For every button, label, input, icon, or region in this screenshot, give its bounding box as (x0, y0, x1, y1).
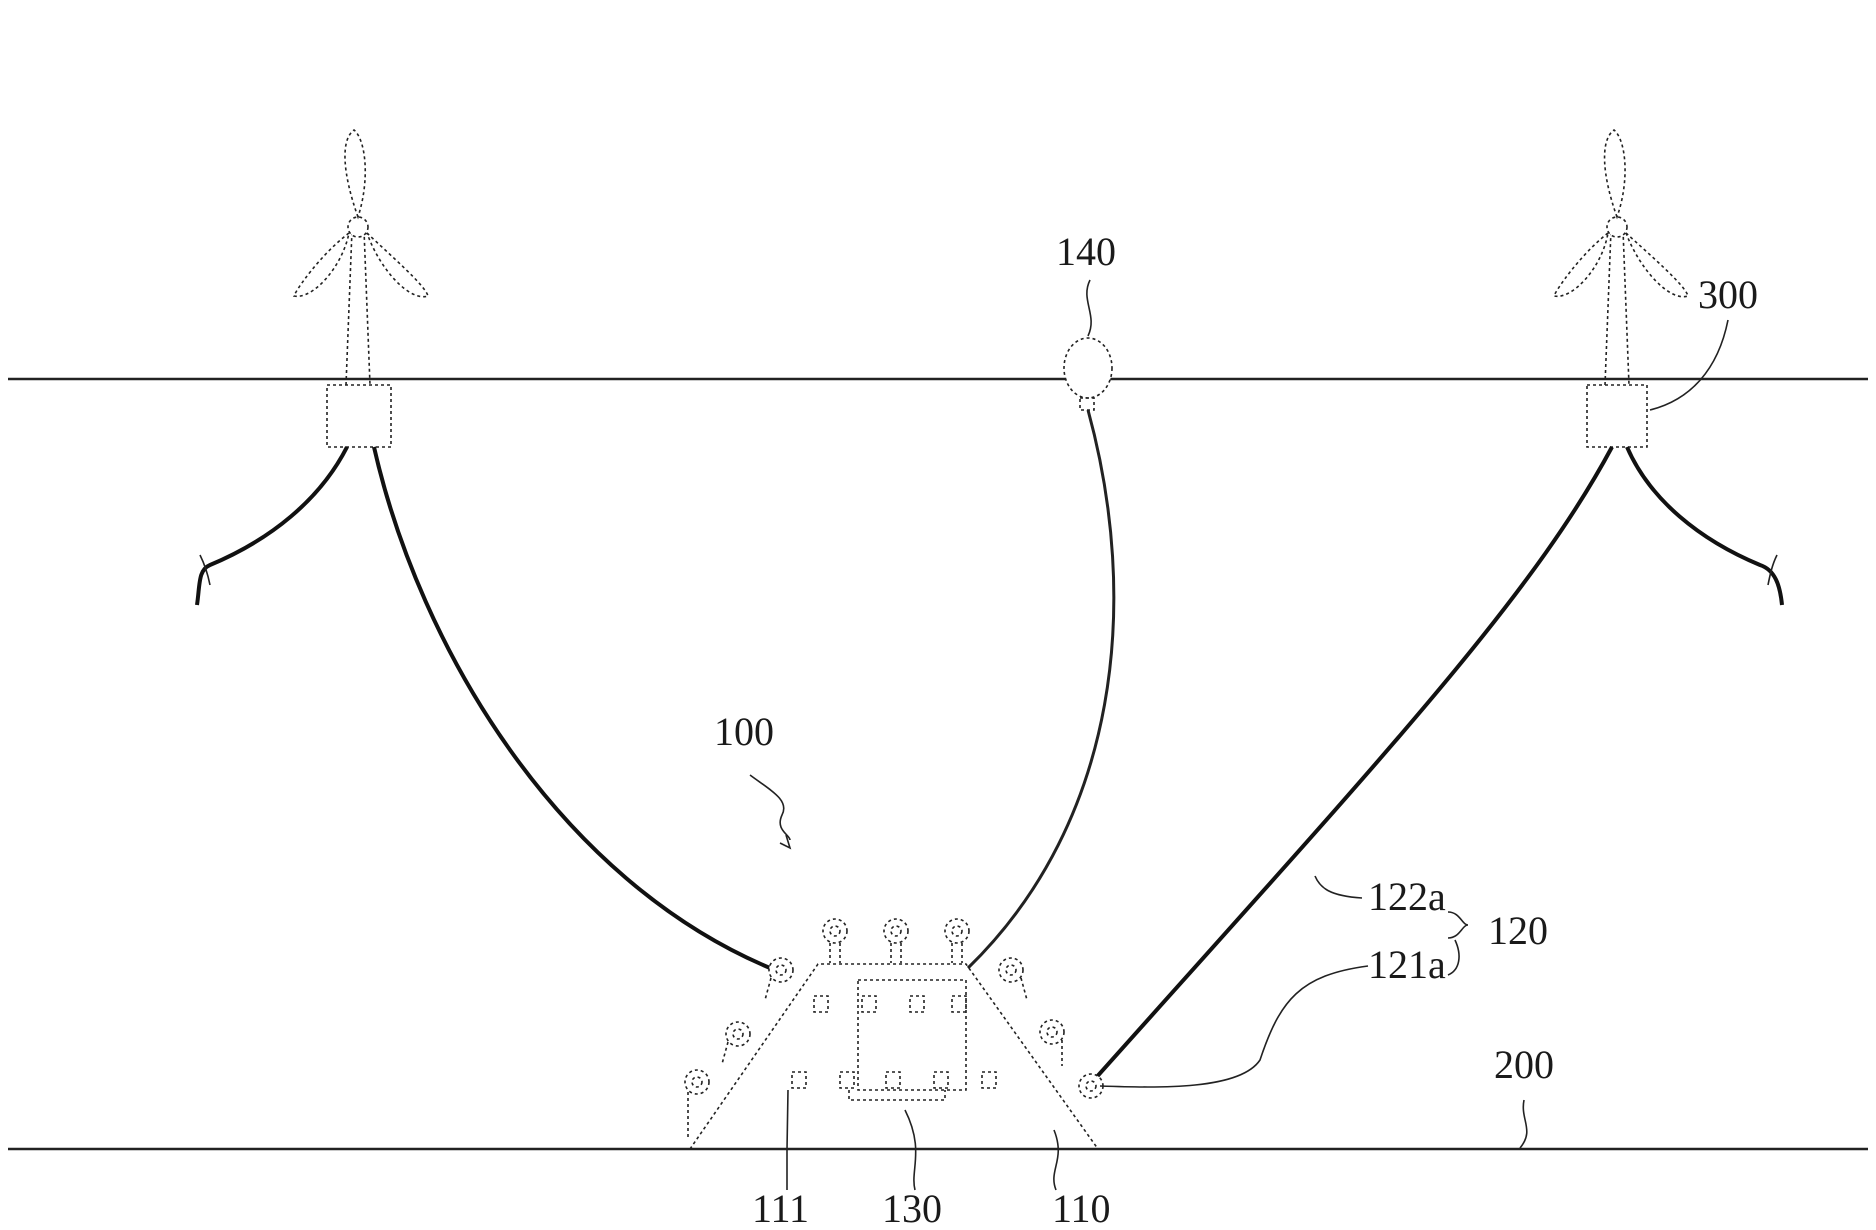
connector-reel (765, 958, 793, 1000)
controller-bracket-130 (849, 1090, 945, 1100)
label-300: 300 (1698, 272, 1758, 317)
hub-connectors-121a (685, 919, 1103, 1140)
connector-reel (945, 919, 969, 963)
right-turbine-mooring (1627, 447, 1782, 605)
cable-buoy-to-hub (968, 410, 1114, 968)
connector-reel (884, 919, 908, 963)
left-turbine-mooring (197, 447, 347, 605)
right-wind-turbine-300 (1554, 130, 1688, 447)
label-140: 140 (1056, 229, 1116, 274)
left-wind-turbine (294, 130, 428, 447)
cable-left-turbine-to-hub (374, 447, 770, 968)
cable-122a-right-turbine-to-hub (1094, 447, 1612, 1080)
connector-reel (1040, 1020, 1064, 1066)
connector-reel (685, 1070, 709, 1140)
label-200: 200 (1494, 1042, 1554, 1087)
label-111: 111 (752, 1186, 809, 1225)
connector-reel (823, 919, 847, 963)
connector-reel (722, 1022, 750, 1064)
leader-lines (750, 280, 1728, 1190)
hub-body-110 (690, 964, 1098, 1149)
label-120: 120 (1488, 908, 1548, 953)
label-130: 130 (882, 1186, 942, 1225)
label-122a: 122a (1368, 874, 1446, 919)
buoy-140 (1064, 338, 1112, 410)
connector-reel (999, 958, 1027, 1000)
connector-reel (1079, 1074, 1103, 1098)
label-121a: 121a (1368, 942, 1446, 987)
label-110: 110 (1052, 1186, 1111, 1225)
label-100: 100 (714, 709, 774, 754)
